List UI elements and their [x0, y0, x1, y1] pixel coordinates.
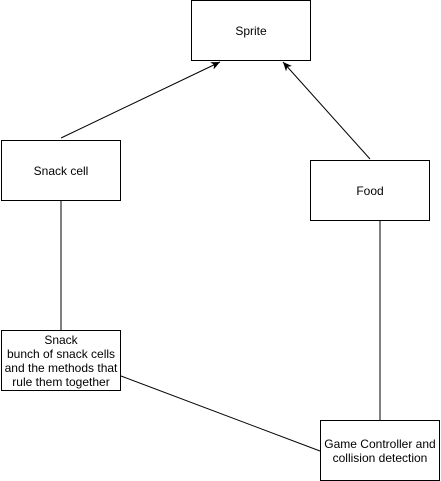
node-food-label: Food: [356, 184, 383, 198]
node-snack-cell-line: Snack cell: [33, 163, 89, 178]
node-sprite-line: Sprite: [235, 23, 267, 38]
node-snack-line-desc-1: bunch of snack cells: [6, 346, 116, 361]
node-food[interactable]: Food: [310, 160, 430, 221]
node-snack-cell-label: Snack cell: [34, 164, 89, 178]
node-snack-label: Snack bunch of snack cells and the metho…: [5, 333, 118, 389]
edge-snack-cell-to-sprite: [60, 61, 221, 139]
node-snack-line-title: Snack: [44, 332, 78, 347]
node-sprite-label: Sprite: [235, 24, 266, 38]
node-game-controller-label: Game Controller and collision detection: [324, 437, 435, 465]
node-game-controller-line-2: collision detection: [332, 450, 428, 465]
node-game-controller[interactable]: Game Controller and collision detection: [320, 420, 440, 481]
edge-snack-to-game-controller: [120, 375, 321, 452]
node-sprite[interactable]: Sprite: [191, 0, 311, 61]
node-snack-cell[interactable]: Snack cell: [1, 140, 121, 201]
node-snack-line-desc-3: rule them together: [12, 374, 110, 389]
node-snack-line-desc-2: and the methods that: [4, 360, 118, 375]
node-snack[interactable]: Snack bunch of snack cells and the metho…: [1, 330, 121, 391]
node-food-line: Food: [356, 183, 384, 198]
node-game-controller-line-1: Game Controller and: [324, 436, 436, 451]
edge-food-to-sprite: [282, 61, 371, 160]
